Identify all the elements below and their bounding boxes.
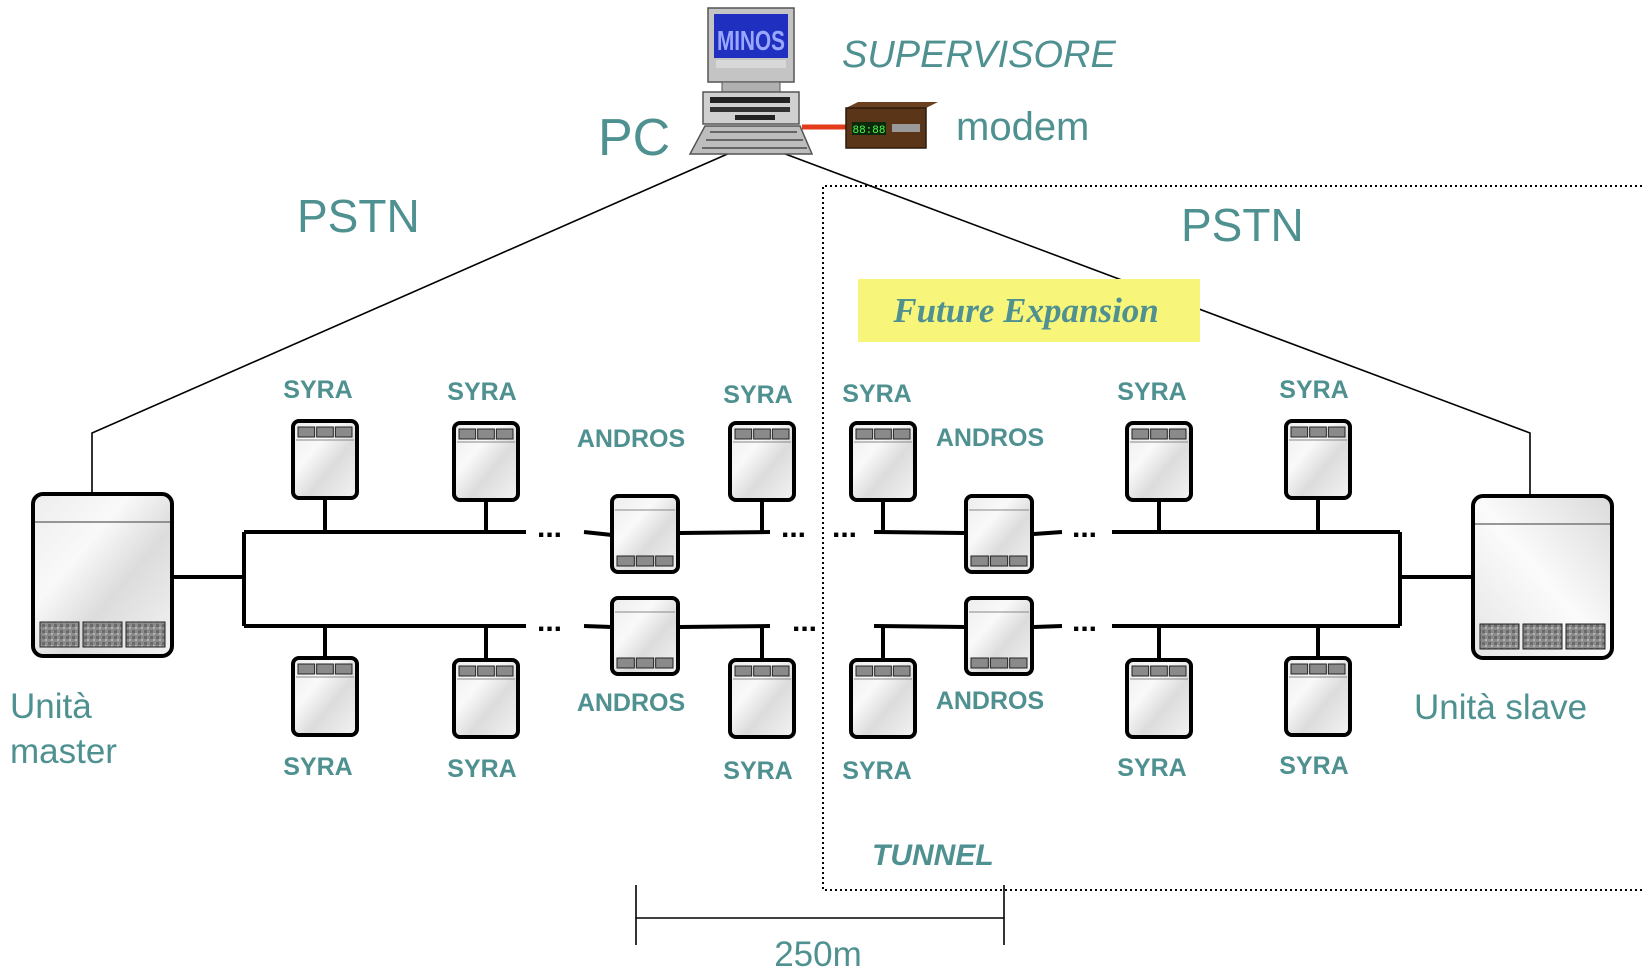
andros-label: ANDROS	[936, 687, 1044, 715]
syra-label: SYRA	[723, 757, 792, 785]
tunnel-label: TUNNEL	[872, 839, 994, 872]
pstn-label-right: PSTN	[1181, 199, 1304, 251]
bus-ellipsis: ...	[1072, 605, 1097, 638]
syra-label: SYRA	[1279, 752, 1348, 780]
andros-device-icon	[964, 596, 1034, 676]
pc-label: PC	[598, 109, 670, 167]
future-expansion-highlight	[858, 279, 1200, 342]
pc-screen-text: MINOS	[717, 25, 785, 56]
syra-label: SYRA	[447, 755, 516, 783]
scale-bar	[635, 885, 1005, 945]
future-expansion-label: Future Expansion	[892, 291, 1159, 330]
syra-label: SYRA	[723, 381, 792, 409]
bus-ellipsis: ...	[537, 511, 562, 544]
bus-ellipsis: ...	[832, 511, 857, 544]
syra-device-icon	[1125, 658, 1193, 739]
andros-label: ANDROS	[577, 689, 685, 717]
devices: SYRA SYRA SYRA SYRA SYRA SYRA SYRA SYRA SYRA SYRA…	[283, 376, 1352, 785]
master-unit-label-line1: Unità	[10, 687, 92, 726]
syra-device-icon	[1125, 421, 1193, 502]
syra-label: SYRA	[1279, 376, 1348, 404]
syra-device-icon	[849, 421, 917, 502]
modem-label: modem	[956, 105, 1089, 149]
syra-device-icon	[452, 421, 520, 502]
syra-label: SYRA	[447, 378, 516, 406]
syra-label: SYRA	[842, 380, 911, 408]
master-unit-icon	[31, 492, 174, 658]
bus-ellipsis: ...	[792, 605, 817, 638]
syra-label: SYRA	[1117, 378, 1186, 406]
bus-ellipsis: ...	[781, 511, 806, 544]
syra-device-icon	[291, 419, 359, 500]
pstn-label-left: PSTN	[297, 190, 420, 242]
modem-display: 88:88	[852, 125, 885, 137]
andros-device-icon	[610, 596, 680, 676]
syra-device-icon	[291, 656, 359, 737]
pc-icon: MINOS	[688, 7, 814, 155]
andros-device-icon	[964, 494, 1034, 574]
syra-label: SYRA	[1117, 754, 1186, 782]
future-expansion-boundary	[822, 185, 1642, 891]
syra-device-icon	[728, 658, 796, 739]
andros-label: ANDROS	[936, 424, 1044, 452]
slave-unit-label: Unità slave	[1414, 688, 1587, 727]
pstn-line-right	[779, 151, 1531, 496]
bus-ellipsis: ...	[537, 605, 562, 638]
bus-ellipsis: ...	[1072, 511, 1097, 544]
syra-device-icon	[452, 658, 520, 739]
andros-label: ANDROS	[577, 425, 685, 453]
syra-device-icon	[728, 421, 796, 502]
supervisor-title: SUPERVISORE	[842, 34, 1116, 76]
syra-label: SYRA	[283, 753, 352, 781]
syra-device-icon	[1284, 419, 1352, 500]
syra-label: SYRA	[283, 376, 352, 404]
syra-device-icon	[849, 658, 917, 739]
syra-label: SYRA	[842, 757, 911, 785]
pstn-line-left	[91, 151, 733, 494]
andros-device-icon	[610, 494, 680, 574]
syra-device-icon	[1284, 656, 1352, 737]
scale-label: 250m	[774, 935, 862, 974]
master-unit-label-line2: master	[10, 732, 117, 771]
modem-icon: 88:88	[845, 102, 938, 149]
bus-wiring	[172, 498, 1473, 660]
slave-unit-icon	[1471, 494, 1614, 660]
